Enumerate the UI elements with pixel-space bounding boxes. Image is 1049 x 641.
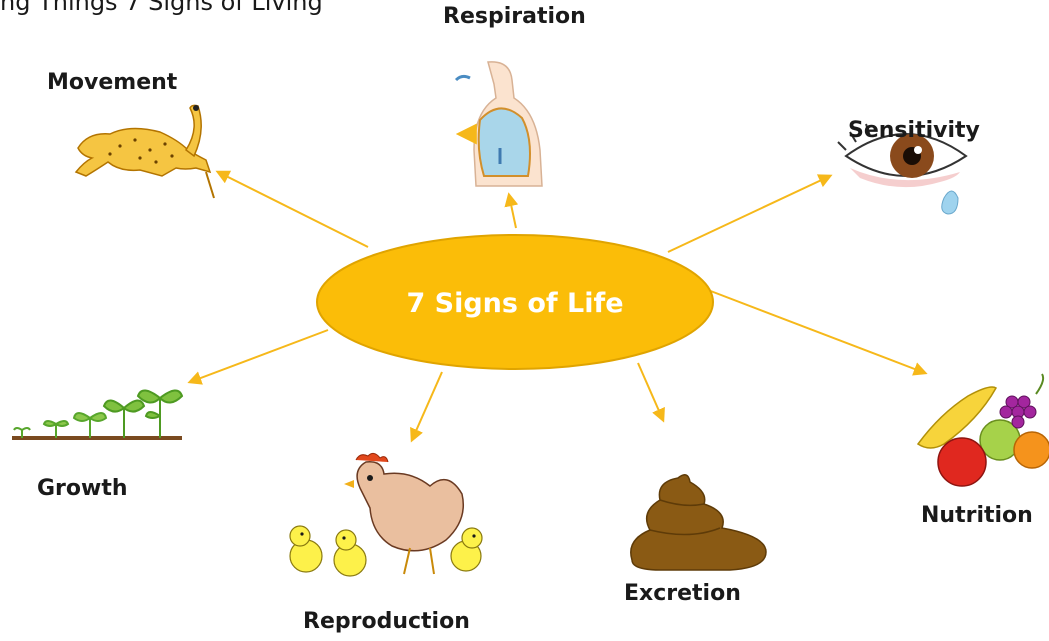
arrow-reproduction [412,372,442,440]
arrow-respiration [509,195,516,228]
node-label-reproduction: Reproduction [303,611,470,633]
arrow-growth [190,330,328,382]
arrow-excretion [638,363,663,420]
node-label-growth: Growth [37,478,128,500]
arrow-sensitivity [668,176,830,252]
arrow-nutrition [708,290,925,373]
node-label-respiration: Respiration [443,6,586,28]
poop-icon [631,475,766,570]
cheetah-icon [76,105,214,198]
lungs-torso-icon [456,62,542,186]
hen-chicks-icon [290,453,482,576]
center-label: 7 Signs of Life [315,290,715,317]
fruit-icon [918,374,1049,486]
node-label-nutrition: Nutrition [921,505,1033,527]
arrow-movement [218,172,368,247]
node-label-excretion: Excretion [624,583,741,605]
seedlings-icon [12,390,182,438]
node-label-movement: Movement [47,72,177,94]
node-label-sensitivity: Sensitivity [848,120,980,142]
